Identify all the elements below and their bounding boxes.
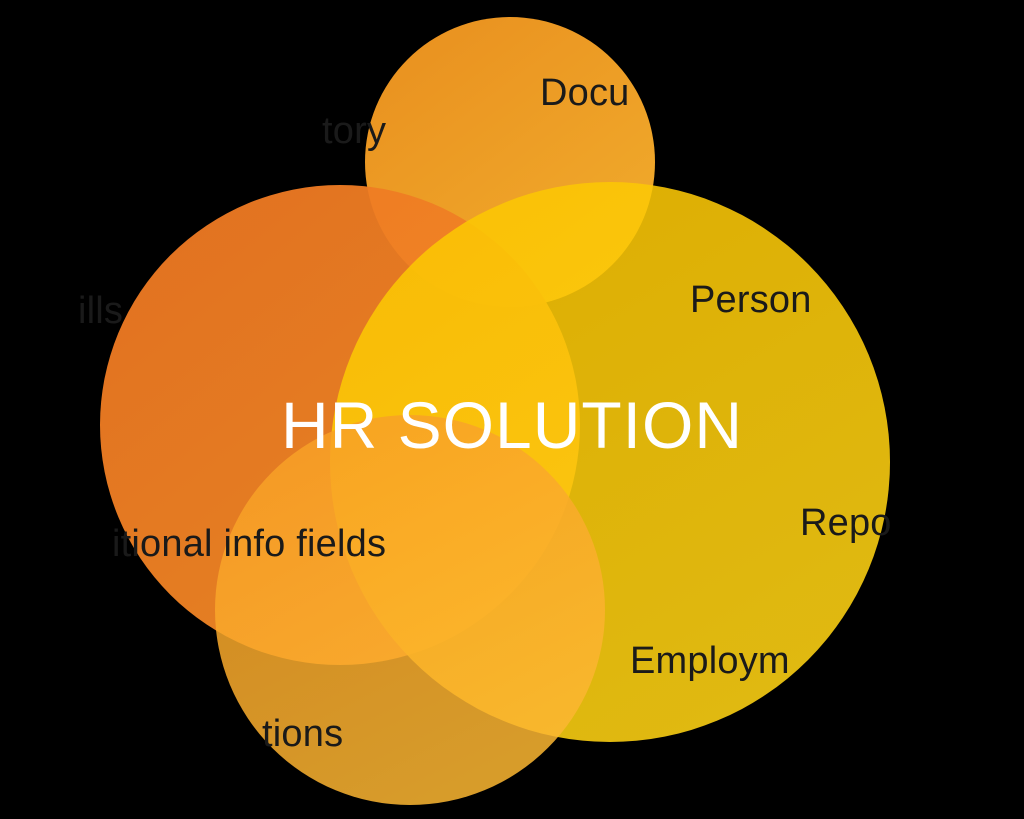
label-additional-info: itional info fields xyxy=(112,523,387,565)
label-reports: Repo xyxy=(800,502,892,544)
center-title: HR SOLUTION xyxy=(280,388,744,462)
label-history: tory xyxy=(322,110,387,152)
label-personal: Person xyxy=(690,279,812,321)
label-documents: Docu xyxy=(540,72,630,114)
circle-evaluations xyxy=(215,415,605,805)
label-evaluations: tions xyxy=(262,713,344,755)
label-employment: Employm xyxy=(630,640,790,682)
label-skills: ills xyxy=(78,290,124,332)
